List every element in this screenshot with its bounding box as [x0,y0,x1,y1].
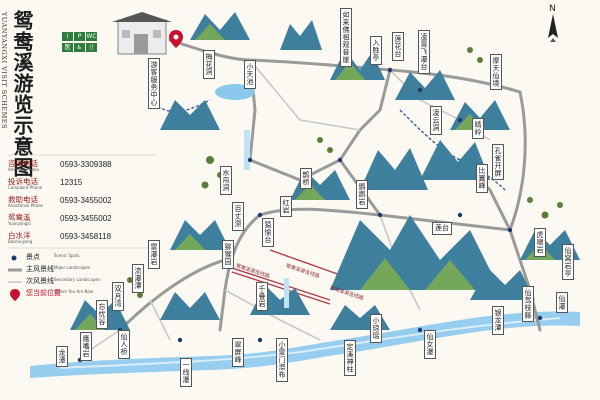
contact-sub: Complaint Phone [8,185,43,190]
spot-label[interactable]: 雷瀑岩 [148,240,160,269]
spot-label[interactable]: 鹊桥 [300,168,312,189]
spot-label[interactable]: 仙瀑 [556,292,568,313]
spot-label[interactable]: 莲花台 [392,32,404,61]
contact-phone[interactable]: 0593-3455002 [60,214,112,223]
accessible-icon: ♿ [74,43,85,52]
legend-row: 景点 Scenic Spots [8,252,158,264]
spot-label[interactable]: 游客服务中心 [148,58,160,109]
spot-label[interactable]: 一线瀑 [180,358,192,387]
contact-row: 白水洋 Baishuiyang 0593-3458118 [8,230,156,248]
spot-label[interactable]: 小琼瑶 [370,314,382,343]
map-title-en: YUANYANGXI VISIT SCHEMES [0,12,8,129]
restaurant-icon: 🍴 [86,43,97,52]
spot-label[interactable]: 孔雀开屏 [492,144,504,180]
legend-label: 景点 [26,253,40,261]
spot-label[interactable]: 百丈漈 [232,202,244,231]
spot-label[interactable]: 猿愉台 [262,218,274,247]
legend-row: 主风景线 Major Landscapes [8,264,158,276]
spot-label[interactable]: 比翼峰 [476,164,488,193]
info-icon: i [62,32,73,41]
map-title: 鸳鸯溪游览示意图 [10,10,34,178]
spot-label[interactable]: 仙女瀑 [424,330,436,359]
legend-sub: Where You Are Now [54,289,94,294]
spot-label[interactable]: 鹦鹉岩 [356,180,368,209]
legend-label: 主风景线 [26,265,54,273]
legend-row: 次风景线 Secondary Landscapes [8,276,158,288]
legend-sub: Secondary Landscapes [54,277,101,282]
spot-label[interactable]: 如来佛祖观音崖 [340,8,352,67]
spot-label[interactable]: 红岩 [280,196,292,217]
contact-label: 鸳鸯溪 [8,213,31,222]
north-label: N [549,4,556,14]
waterfalls [244,130,289,308]
contact-row: 投诉电话 Complaint Phone 12315 [8,176,156,194]
spot-label[interactable]: 晴岭 [472,118,484,139]
spot-label[interactable]: 仙窝岩亭 [562,244,574,280]
spot-label[interactable]: 龙潭 [56,346,68,367]
spot-label[interactable]: 凌霄飞瀑台 [418,30,430,74]
contact-sub: Advisory Phone [8,167,39,172]
spot-label[interactable]: 忘忧谷 [96,300,108,329]
contact-sub: Assistance Phone [8,203,43,208]
contact-row: 咨询电话 Advisory Phone 0593-3309388 [8,158,156,176]
spot-label[interactable]: 摩天仙境 [490,54,502,90]
entrance-gate [112,12,172,55]
spot-label[interactable]: 梅花洞 [203,50,215,79]
contact-phone[interactable]: 0593-3455002 [60,196,112,205]
spot-label[interactable]: 小雷门漈布 [276,338,288,382]
parking-icon: P [74,32,85,41]
spot-label[interactable]: 仙人桥 [118,330,130,359]
contact-row: 救助电话 Assistance Phone 0593-3455002 [8,194,156,212]
contact-sub: Baishuiyang [8,239,33,244]
spot-label[interactable]: 莲台 [432,222,452,235]
north-indicator: N [540,4,566,38]
legend-sub: Major Landscapes [54,265,90,270]
spot-label[interactable]: 仙驾枝藤 [522,286,534,322]
contact-sub: Yuanyangxi [8,221,31,226]
contact-label: 咨询电话 [8,159,38,168]
spot-label[interactable]: 双月湾 [112,282,124,311]
contact-phone[interactable]: 0593-3309388 [60,160,112,169]
spot-label[interactable]: 猕猴园 [222,240,234,269]
toilet-icon: WC [86,32,97,41]
medical-icon: 医 [62,43,73,52]
spot-label[interactable]: 入胜亭 [370,36,382,65]
spot-label[interactable]: 虎啸岩 [534,228,546,257]
contact-phone[interactable]: 12315 [60,178,83,187]
contact-phone[interactable]: 0593-3458118 [60,232,112,241]
spot-label[interactable]: 凌云洞 [430,106,442,135]
spot-label[interactable]: 翠屏峰 [232,338,244,367]
spot-label[interactable]: 银龙潭 [492,306,504,335]
contact-row: 鸳鸯溪 Yuanyangxi 0593-3455002 [8,212,156,230]
legend-label: 次风景线 [26,277,54,285]
contact-label: 救助电话 [8,195,38,204]
legend-row: 您当前位置 Where You Are Now [8,288,158,300]
river [30,311,580,378]
spot-label[interactable]: 鹰嘴岩 [80,332,92,361]
spot-label[interactable]: 千叠岩 [256,282,268,311]
legend-icons [8,255,22,301]
current-location-pin [169,30,183,48]
spot-label[interactable]: 流瀑潭 [132,264,144,293]
contact-label: 白水洋 [8,231,31,240]
legend-sub: Scenic Spots [54,253,80,258]
facility-icons: i P WC 医 ♿ 🍴 [62,32,110,58]
spot-label[interactable]: 小天池 [244,60,256,89]
spot-label[interactable]: 水帘洞 [220,166,232,195]
spot-label[interactable]: 定溪神柱 [344,340,356,376]
north-arrow-icon [548,14,558,42]
contact-label: 投诉电话 [8,177,38,186]
legend-label: 您当前位置 [26,289,61,297]
